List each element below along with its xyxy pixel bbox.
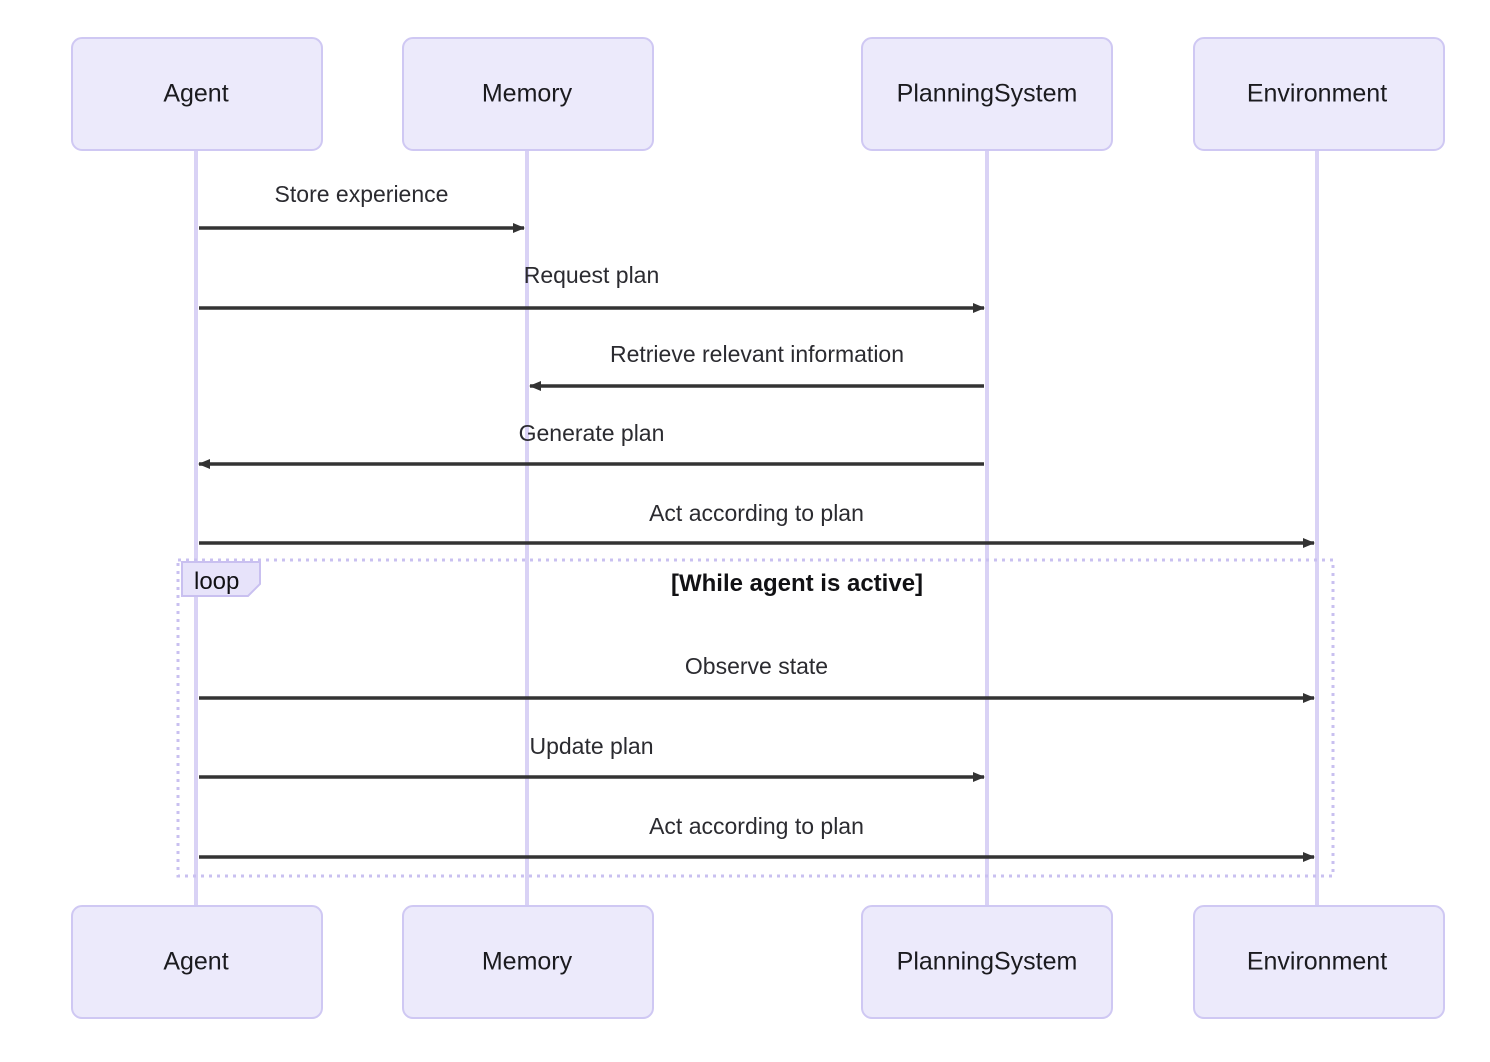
loop-fragment-frame[interactable] — [176, 558, 1335, 878]
participant-label-memory-top: Memory — [482, 80, 573, 108]
participant-memory-bottom: Memory — [402, 905, 654, 1019]
participant-box-environment-bottom — [1193, 905, 1445, 1019]
message-m7: Update plan — [199, 733, 985, 782]
participant-environment-top: Environment — [1193, 37, 1445, 151]
participant-agent-top: Agent — [71, 37, 323, 151]
participant-memory-top: Memory — [402, 37, 654, 151]
participant-agent-bottom: Agent — [71, 905, 323, 1019]
participant-box-memory-bottom — [402, 905, 654, 1019]
participant-box-agent-top — [71, 37, 323, 151]
participants-top-layer: Agent Memory PlanningSystem Environment — [71, 37, 1445, 151]
message-label-m2: Request plan — [524, 262, 660, 288]
participant-planning-bottom: PlanningSystem — [861, 905, 1113, 1019]
participant-label-environment-top: Environment — [1247, 80, 1387, 108]
participant-box-agent-bottom — [71, 905, 323, 1019]
message-label-m1: Store experience — [275, 181, 449, 207]
participant-environment-bottom: Environment — [1193, 905, 1445, 1019]
participant-label-environment-bottom: Environment — [1247, 948, 1387, 976]
participant-planning-top: PlanningSystem — [861, 37, 1113, 151]
participant-box-environment-top — [1193, 37, 1445, 151]
message-label-m6: Observe state — [685, 653, 828, 679]
participants-bottom-layer: Agent Memory PlanningSystem Environment — [71, 905, 1445, 1019]
participant-label-memory-bottom: Memory — [482, 948, 573, 976]
participant-box-planning-bottom — [861, 905, 1113, 1019]
message-m6: Observe state — [199, 653, 1315, 703]
participant-label-agent-top: Agent — [163, 80, 228, 108]
message-label-m4: Generate plan — [519, 420, 665, 446]
message-m3: Retrieve relevant information — [529, 341, 984, 391]
participant-label-agent-bottom: Agent — [163, 948, 228, 976]
message-label-m7: Update plan — [529, 733, 653, 759]
loop-fragment-tab-label: loop — [194, 568, 239, 595]
message-m5: Act according to plan — [199, 500, 1315, 548]
message-label-m3: Retrieve relevant information — [610, 341, 904, 367]
participant-box-memory-top — [402, 37, 654, 151]
message-label-m5: Act according to plan — [649, 500, 864, 526]
message-m2: Request plan — [199, 262, 985, 313]
message-m1: Store experience — [199, 181, 525, 233]
message-label-m8: Act according to plan — [649, 813, 864, 839]
participant-box-planning-top — [861, 37, 1113, 151]
loop-fragment-tab[interactable] — [181, 561, 261, 597]
message-m4: Generate plan — [198, 420, 984, 469]
participant-label-planning-top: PlanningSystem — [897, 80, 1078, 108]
lifelines-layer — [194, 150, 1319, 906]
loop-fragment-condition-label: [While agent is active] — [671, 570, 923, 597]
participant-label-planning-bottom: PlanningSystem — [897, 948, 1078, 976]
message-m8: Act according to plan — [199, 813, 1315, 862]
loop-fragment-layer[interactable]: loop [While agent is active] — [176, 558, 1335, 878]
